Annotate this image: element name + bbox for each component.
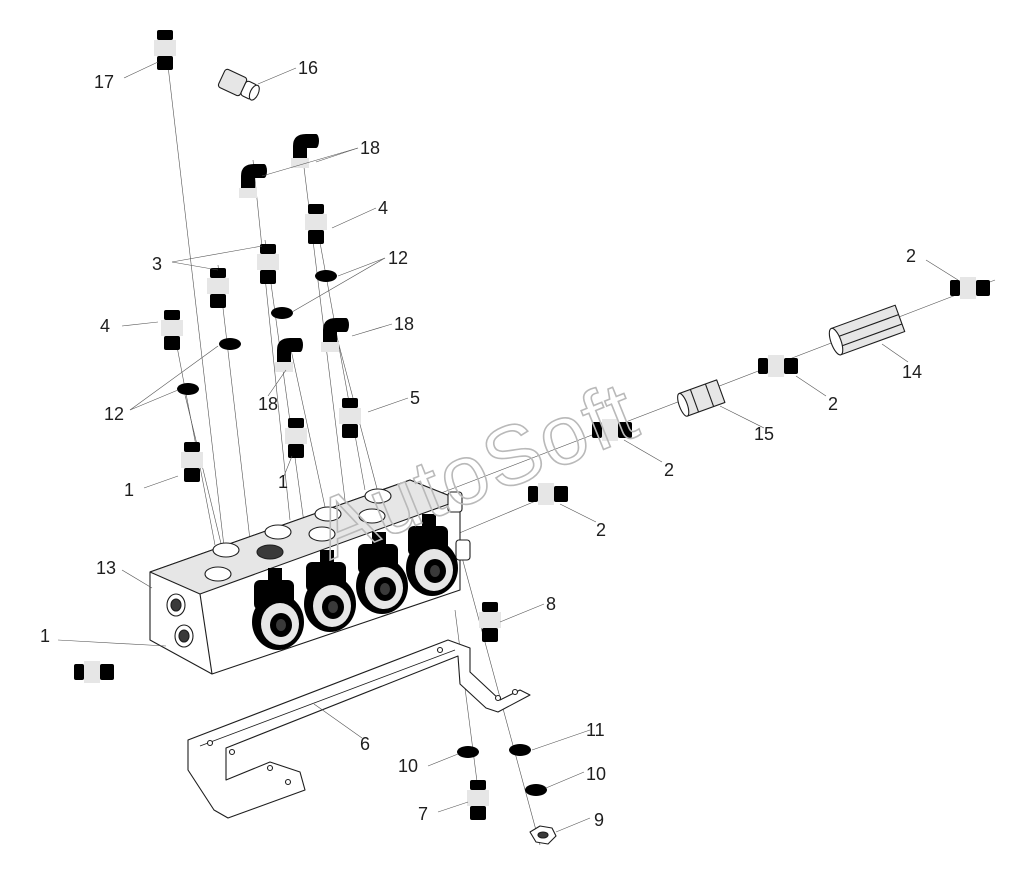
washer-12c [219,338,241,350]
straight-fitting-4a [305,204,327,244]
callout-labels: 17 16 18 4 3 12 4 18 18 12 5 1 1 2 14 2 … [40,58,922,830]
washer-12b [271,307,293,319]
tee-fitting-17 [154,30,176,70]
side-fitting-2d [950,277,990,299]
washer-12d [177,383,199,395]
callout-15: 15 [754,424,774,444]
watermark: AutoSoft [302,363,651,577]
hex-coupler-14 [828,304,906,356]
washer-12a [315,270,337,282]
straight-fitting-5 [339,398,361,438]
callout-18c: 18 [258,394,278,414]
washer-10b [525,784,547,796]
callout-17: 17 [94,72,114,92]
callout-9: 9 [594,810,604,830]
washer-10a [457,746,479,758]
callout-10a: 10 [398,756,418,776]
callout-4a: 4 [378,198,388,218]
callout-6: 6 [360,734,370,754]
elbow-fitting-18a [239,164,267,198]
side-fitting-1c [74,661,114,683]
hex-bolt-8 [479,602,501,642]
straight-fitting-3a [257,244,279,284]
callout-2c: 2 [664,460,674,480]
callout-1c: 1 [40,626,50,646]
valve-manifold-block [149,479,471,675]
callout-14: 14 [902,362,922,382]
mounting-bracket [187,639,531,819]
callout-1b: 1 [278,472,288,492]
straight-fitting-3b [207,268,229,308]
callout-5: 5 [410,388,420,408]
leader-lines [57,61,959,833]
washer-11 [509,744,531,756]
callout-10b: 10 [586,764,606,784]
callout-16: 16 [298,58,318,78]
callout-4b: 4 [100,316,110,336]
union-fitting-16 [217,68,260,101]
callout-7: 7 [418,804,428,824]
straight-fitting-1a [285,418,307,458]
callout-8: 8 [546,594,556,614]
callout-2a: 2 [906,246,916,266]
callout-2b: 2 [828,394,838,414]
elbow-fitting-18b [291,134,319,168]
straight-fitting-4b [161,310,183,350]
horizontal-fittings [74,68,990,683]
side-fitting-2c [758,355,798,377]
callout-1a: 1 [124,480,134,500]
straight-fitting-1b [181,442,203,482]
hex-coupler-15 [677,379,726,417]
callout-12a: 12 [388,248,408,268]
callout-18a: 18 [360,138,380,158]
callout-11: 11 [586,720,605,740]
hex-nut-9 [529,825,557,845]
hex-bolt-7 [467,780,489,820]
callout-13: 13 [96,558,116,578]
elbow-fitting-18d [321,318,349,352]
callout-2d: 2 [596,520,606,540]
callout-12b: 12 [104,404,124,424]
callout-18b: 18 [394,314,414,334]
elbow-fitting-18c [275,338,303,372]
callout-3: 3 [152,254,162,274]
